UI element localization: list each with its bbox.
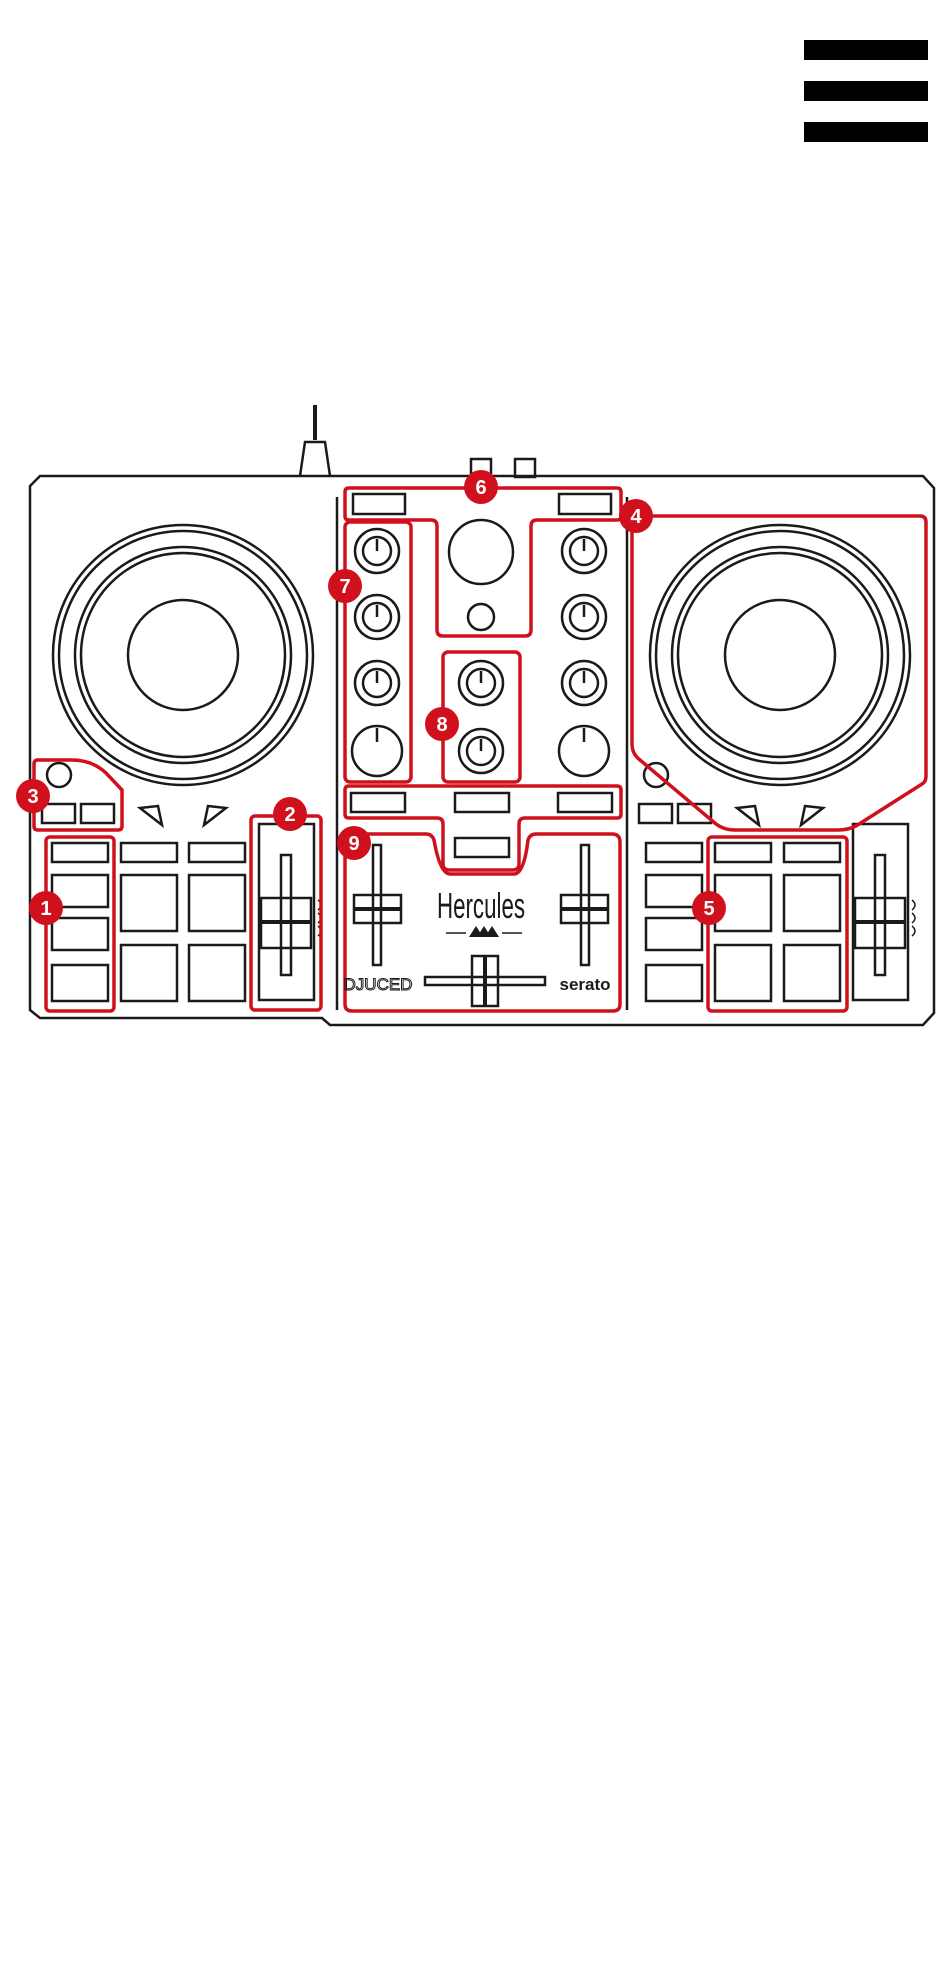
right-jogwheel [650,525,910,825]
callout-7: 7 [328,569,362,603]
right-eq-knobs [559,529,609,776]
hercules-logo-triangles [469,926,499,937]
svg-text:9: 9 [348,833,359,855]
svg-text:2: 2 [284,804,295,826]
callout-2: 2 [273,797,307,831]
callout-1: 1 [29,891,63,925]
svg-text:6: 6 [475,477,486,499]
callout-3: 3 [16,779,50,813]
svg-text:3: 3 [27,786,38,808]
svg-text:7: 7 [339,576,350,598]
callout-4: 4 [619,499,653,533]
callout-9: 9 [337,826,371,860]
center-knobs [459,661,503,773]
left-eq-knobs [352,529,402,776]
svg-text:5: 5 [703,898,714,920]
left-jogwheel [53,525,313,825]
callout-5: 5 [692,891,726,925]
callout-8: 8 [425,707,459,741]
brand-logo: Hercules [437,885,525,926]
djuced-logo: DJUCED [344,975,413,994]
callout-6: 6 [464,470,498,504]
svg-text:4: 4 [630,506,642,528]
svg-text:1: 1 [40,898,51,920]
serato-logo: serato [559,975,610,994]
svg-text:8: 8 [436,714,447,736]
